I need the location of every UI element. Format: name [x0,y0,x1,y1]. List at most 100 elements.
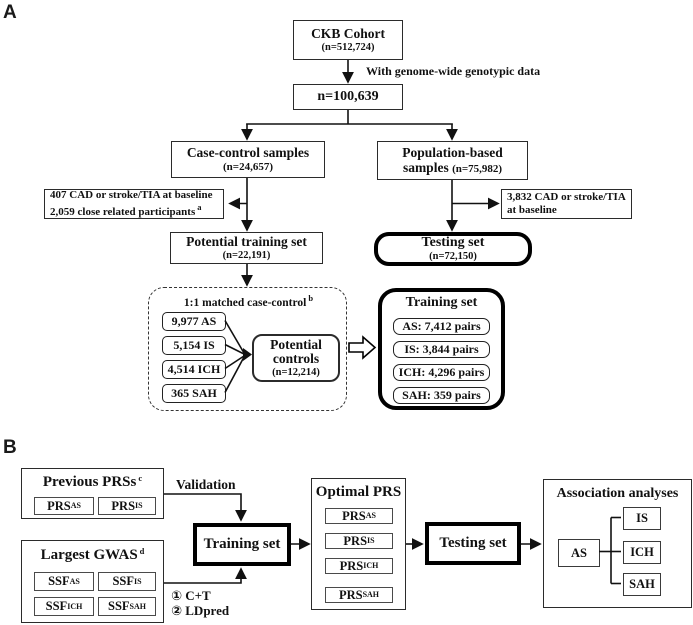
block-arrow-icon [348,335,377,360]
matched-title-text: 1:1 matched case-control [183,297,307,309]
association-title: Association analyses [556,486,679,501]
ssf-as-base: SSF [48,574,70,589]
population-title: Population-based [402,144,503,160]
ssf-sah-base: SSF [108,599,130,614]
optimal-prs-ich-sub: ICH [363,561,379,571]
prs-as-base: PRS [47,498,71,513]
training-set-a-title: Training set [405,295,478,310]
case-as-label: 9,977 AS [171,314,217,328]
pairs-ich-label: ICH: 4,296 pairs [398,364,485,379]
case-sah-box: 365 SAH [162,384,226,403]
association-is-box: IS [623,507,661,530]
exclusion-left-line1: 407 CAD or stroke/TIA at baseline [50,189,213,202]
exclusion-right-box: 3,832 CAD or stroke/TIA at baseline [501,189,632,219]
largest-gwas-sup: d [139,546,145,556]
association-is-label: IS [636,511,648,526]
genotype-note-label: With genome-wide genotypic data [366,64,541,78]
case-control-title: Case-control samples [186,145,310,161]
training-set-a-box: Training set AS: 7,412 pairs IS: 3,844 p… [378,288,505,410]
testing-set-b-box: Testing set [425,522,521,565]
optimal-prs-title: Optimal PRS [315,484,402,500]
prs-as-sub: AS [70,501,81,511]
case-is-box: 5,154 IS [162,336,226,355]
genotyped-n-label: n=100,639 [317,88,379,104]
association-as-box: AS [558,539,600,567]
potential-controls-box: Potential controls (n=12,214) [252,334,340,382]
case-ich-label: 4,514 ICH [167,362,221,376]
potential-training-box: Potential training set (n=22,191) [170,232,323,264]
testing-set-a-n: (n=72,150) [429,251,477,263]
population-n: (n=75,982) [452,163,503,176]
population-samples-box: Population-based samples (n=75,982) [377,141,528,180]
ssf-as-sub: AS [69,576,80,586]
association-sah-box: SAH [623,573,661,596]
exclusion-right-line1: 3,832 CAD or stroke/TIA [507,191,626,204]
ssf-is-sub: IS [133,576,142,586]
testing-set-a-title: Testing set [421,234,485,250]
optimal-prs-as-sub: AS [365,511,376,521]
population-title2: samples (n=75,982) [403,160,502,176]
method-ct-label: ① C+T [171,588,211,603]
association-box: Association analyses AS IS ICH SAH [543,479,692,608]
validation-label: Validation [176,477,236,492]
ssf-is-base: SSF [112,574,134,589]
previous-prs-title-text: Previous PRSs [42,474,137,490]
potential-controls-line1: Potential [270,337,322,353]
case-ich-box: 4,514 ICH [162,360,226,379]
ckb-cohort-box: CKB Cohort (n=512,724) [293,20,403,60]
ssf-ich-base: SSF [45,599,68,614]
ckb-cohort-n: (n=512,724) [321,41,375,53]
prs-is-base: PRS [111,498,136,513]
exclusion-left-box: 407 CAD or stroke/TIA at baseline 2,059 … [44,189,224,219]
pairs-is-label: IS: 3,844 pairs [404,341,479,356]
optimal-prs-as-base: PRS [342,508,366,523]
optimal-prs-sah-sub: SAH [362,590,380,600]
matched-title-sup: b [308,293,314,303]
pairs-as-box: AS: 7,412 pairs [393,317,490,335]
optimal-prs-ich-base: PRS [339,558,364,573]
exclusion-right-line2: at baseline [507,204,557,216]
potential-controls-n: (n=12,214) [272,366,320,378]
exclusion-left-sup: a [197,202,202,212]
case-as-box: 9,977 AS [162,312,226,331]
potential-training-title: Potential training set [186,233,307,249]
association-ich-box: ICH [623,541,661,564]
prs-is-sub: IS [135,501,143,511]
panel-a-label: A [3,2,17,23]
exclusion-left-line2-text: 2,059 close related participants [50,206,196,218]
population-title2-text: samples [402,160,449,176]
pairs-sah-box: SAH: 359 pairs [393,386,490,404]
association-sah-label: SAH [629,577,655,592]
panel-b-label: B [3,437,17,458]
genotyped-n-box: n=100,639 [293,84,403,110]
case-control-n: (n=24,657) [223,160,273,173]
optimal-prs-is-base: PRS [343,533,368,548]
optimal-prs-sah-base: PRS [338,587,363,602]
case-sah-label: 365 SAH [171,386,217,400]
pairs-is-box: IS: 3,844 pairs [393,340,490,358]
testing-set-b-label: Testing set [439,534,507,551]
case-control-samples-box: Case-control samples (n=24,657) [171,141,325,178]
potential-controls-line2: controls [272,351,320,367]
association-ich-label: ICH [630,545,654,560]
training-set-b-box: Training set [193,523,291,566]
previous-prs-sup: c [138,473,143,483]
association-as-label: AS [571,545,587,560]
